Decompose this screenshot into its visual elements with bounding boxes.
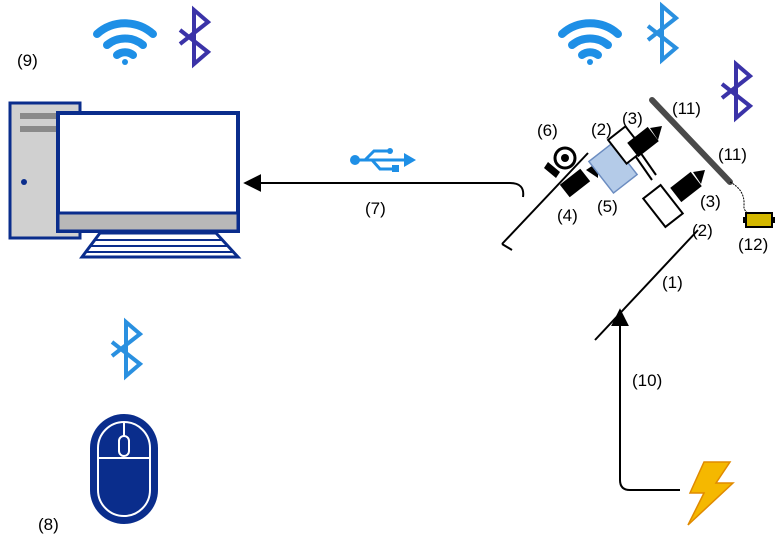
detector-icon: [670, 170, 705, 203]
label-8: (8): [38, 515, 59, 534]
detector-icon: [627, 126, 662, 158]
label-12: (12): [738, 235, 768, 254]
battery-icon: [743, 212, 775, 228]
label-11-upper: (11): [672, 99, 701, 118]
label-2-lower: (2): [692, 221, 713, 240]
power-line: [611, 308, 680, 491]
desktop-computer-icon: [8, 101, 242, 259]
wifi-icon: [93, 19, 157, 65]
lamp-icon: [544, 146, 577, 178]
label-3-upper: (3): [622, 109, 643, 128]
mouse-icon: [90, 414, 158, 524]
bluetooth-icon: [178, 5, 212, 69]
wifi-icon: [558, 19, 622, 65]
label-1: (1): [662, 273, 683, 292]
label-6: (6): [537, 121, 558, 140]
optical-arm: [501, 152, 699, 341]
label-5: (5): [597, 197, 618, 216]
label-10: (10): [632, 371, 662, 390]
bluetooth-icon: [646, 1, 680, 65]
usb-cable: [243, 174, 525, 198]
label-4: (4): [557, 206, 578, 225]
label-2-upper: (2): [591, 120, 612, 139]
label-11-lower: (11): [718, 145, 747, 164]
lightning-bolt-icon: [687, 461, 735, 526]
bluetooth-icon: [110, 317, 144, 381]
label-9: (9): [17, 51, 38, 70]
optical-element: [641, 183, 685, 229]
bluetooth-icon: [720, 59, 754, 123]
label-3-lower: (3): [700, 192, 721, 211]
usb-icon: [350, 148, 416, 172]
label-7: (7): [365, 199, 386, 218]
